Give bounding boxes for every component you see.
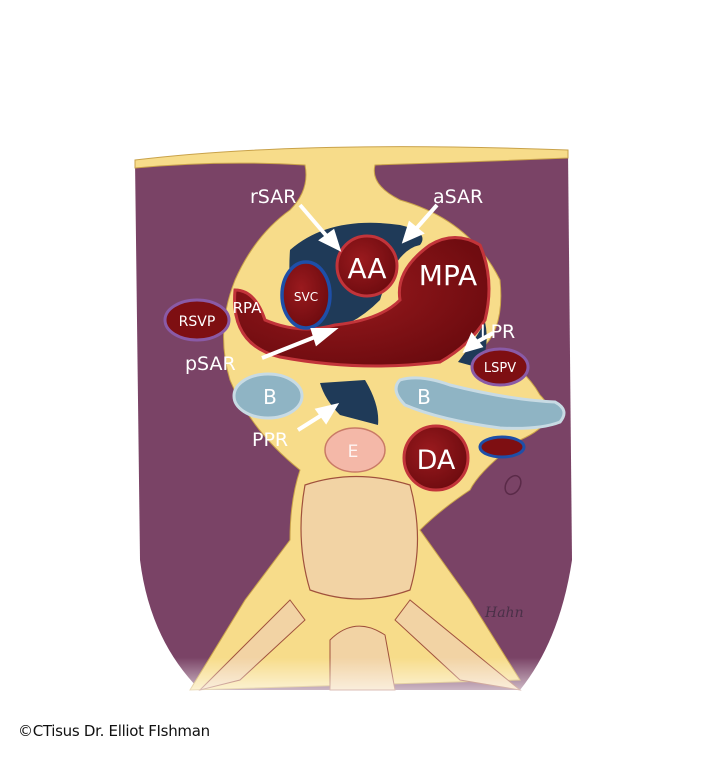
right-bronchus (232, 372, 304, 420)
label-bronchus-right: B (417, 385, 431, 409)
arrow-asar (413, 203, 439, 232)
label-rsvp: RSVP (179, 314, 216, 330)
label-lspv: LSPV (484, 361, 516, 376)
arrow-rsar (298, 203, 332, 242)
label-rsar: rSAR (250, 186, 296, 208)
artist-signature: Hahn (484, 605, 524, 621)
left-bronchus (394, 376, 566, 430)
arrows (261, 203, 494, 432)
ascending-aorta (335, 234, 399, 298)
bottom-fade (0, 500, 720, 710)
right-superior-pulmonary-vein (163, 298, 231, 342)
label-esophagus: E (348, 442, 359, 462)
arrow-psar (261, 333, 321, 360)
esophagus (324, 427, 386, 473)
hemiazygos-vein (478, 435, 526, 459)
label-asar: aSAR (433, 186, 483, 208)
label-aa: AA (347, 252, 386, 285)
copyright-notice: ©CTisus Dr. Elliot FIshman (18, 722, 210, 740)
label-da: DA (417, 445, 456, 476)
label-rpa: RPA (233, 299, 263, 317)
label-mpa: MPA (419, 259, 477, 292)
label-bronchus-left: B (263, 385, 277, 409)
left-superior-pulmonary-vein (470, 347, 530, 387)
small-structure (504, 474, 522, 496)
label-ppr: PPR (252, 429, 288, 451)
descending-aorta (402, 424, 470, 492)
posterior-pericardial-recess (320, 380, 379, 425)
label-lpr: LPR (480, 321, 515, 343)
superior-vena-cava (280, 260, 332, 330)
label-psar: pSAR (185, 353, 236, 375)
label-svc: SVC (294, 290, 318, 304)
